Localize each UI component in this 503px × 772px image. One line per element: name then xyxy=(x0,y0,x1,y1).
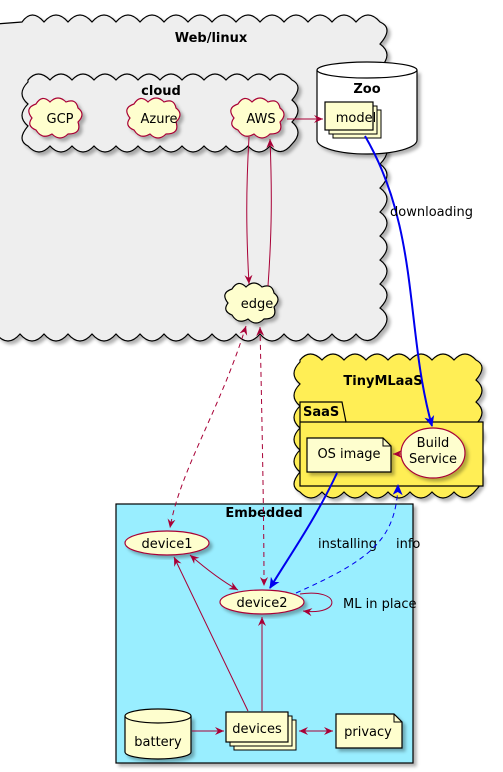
device2-label: device2 xyxy=(237,596,288,611)
aws-label: AWS xyxy=(246,112,275,127)
ml-in-place-loop xyxy=(299,592,333,617)
azure-label: Azure xyxy=(140,112,177,127)
os-image-label: OS image xyxy=(317,447,380,462)
device1-node: device1 xyxy=(124,530,210,556)
web-linux-frame: Web/linux xyxy=(0,14,388,342)
os-image-note: OS image xyxy=(306,437,392,473)
model-label: model xyxy=(336,111,376,126)
device2-node: device2 xyxy=(219,589,305,615)
gcp-node: GCP xyxy=(28,97,83,139)
aws-to-edge-arrow xyxy=(244,136,253,285)
privacy-note: privacy xyxy=(335,713,403,749)
model-node: model xyxy=(324,101,382,139)
build-service-label-2: Service xyxy=(409,452,457,467)
edge-node: edge xyxy=(224,282,279,324)
web-linux-title: Web/linux xyxy=(175,31,248,46)
battery-database: battery xyxy=(124,708,192,760)
device1-label: device1 xyxy=(142,537,193,552)
privacy-label: privacy xyxy=(344,725,392,740)
cloud-title: cloud xyxy=(141,84,181,99)
build-service-label-1: Build xyxy=(417,436,450,451)
info-label: info xyxy=(396,537,420,552)
saas-title: SaaS xyxy=(303,405,339,420)
aws-node: AWS xyxy=(230,97,285,139)
devices-node: devices xyxy=(225,711,297,751)
build-service-node: Build Service xyxy=(400,427,466,479)
devices-label: devices xyxy=(232,722,282,737)
edge-label: edge xyxy=(241,297,274,312)
edge-device1-arrow xyxy=(167,325,248,529)
downloading-label: downloading xyxy=(390,205,473,220)
edge-to-aws-arrow xyxy=(266,138,275,287)
devices-to-device1-arrow xyxy=(173,556,249,712)
ml-in-place-label: ML in place xyxy=(343,597,417,612)
tinymlaas-title: TinyMLaaS xyxy=(343,374,422,389)
zoo-title: Zoo xyxy=(353,82,380,97)
device1-device2-arrow xyxy=(189,554,239,591)
installing-arrow xyxy=(269,472,338,589)
info-arrow xyxy=(295,484,403,594)
battery-label: battery xyxy=(134,735,182,750)
downloading-arrow xyxy=(364,135,435,427)
installing-label: installing xyxy=(318,537,377,552)
edge-device2-arrow xyxy=(256,326,268,587)
azure-node: Azure xyxy=(126,97,181,139)
gcp-label: GCP xyxy=(47,112,74,127)
